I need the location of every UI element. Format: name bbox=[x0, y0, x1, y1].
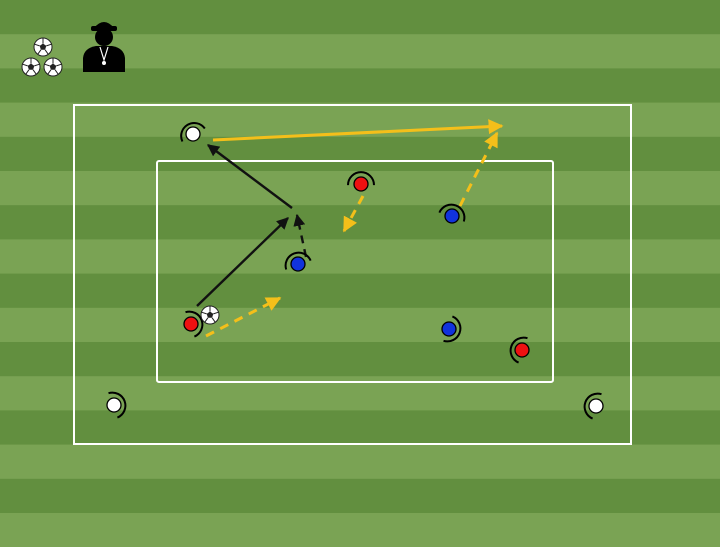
blue-player bbox=[284, 251, 312, 272]
grass-stripe bbox=[0, 205, 720, 240]
red-player bbox=[509, 336, 530, 364]
grass-stripe bbox=[0, 410, 720, 446]
grass-stripe bbox=[0, 307, 720, 343]
pass-arrows bbox=[205, 119, 504, 338]
pass-arrow-long bbox=[212, 119, 504, 142]
run-arrow bbox=[207, 144, 293, 209]
grass-stripe bbox=[0, 0, 720, 35]
white-player bbox=[106, 391, 127, 419]
grass-stripe bbox=[0, 239, 720, 275]
red-player bbox=[347, 171, 375, 192]
ball-icon bbox=[200, 305, 220, 325]
white-player bbox=[180, 122, 206, 142]
grass-stripe bbox=[0, 68, 720, 104]
grass-stripe bbox=[0, 513, 720, 547]
red-player bbox=[183, 310, 204, 338]
inner-area bbox=[156, 160, 554, 383]
blue-player bbox=[438, 203, 466, 224]
coach-icon bbox=[83, 22, 125, 72]
pass-arrow-dashed bbox=[205, 296, 282, 338]
pass-arrow-dashed bbox=[458, 131, 499, 207]
pass-arrow-dashed bbox=[342, 195, 365, 233]
outer-area bbox=[73, 104, 632, 445]
grass-stripe bbox=[0, 342, 720, 377]
players bbox=[106, 122, 604, 420]
grass-stripe bbox=[0, 136, 720, 172]
white-player bbox=[583, 392, 604, 420]
grass-stripe bbox=[0, 273, 720, 309]
run-arrow bbox=[196, 217, 289, 307]
run-arrow-dashed bbox=[293, 213, 308, 258]
grass-stripe bbox=[0, 444, 720, 480]
grass-stripe bbox=[0, 478, 720, 514]
blue-player bbox=[441, 315, 462, 343]
run-arrows bbox=[196, 144, 308, 307]
